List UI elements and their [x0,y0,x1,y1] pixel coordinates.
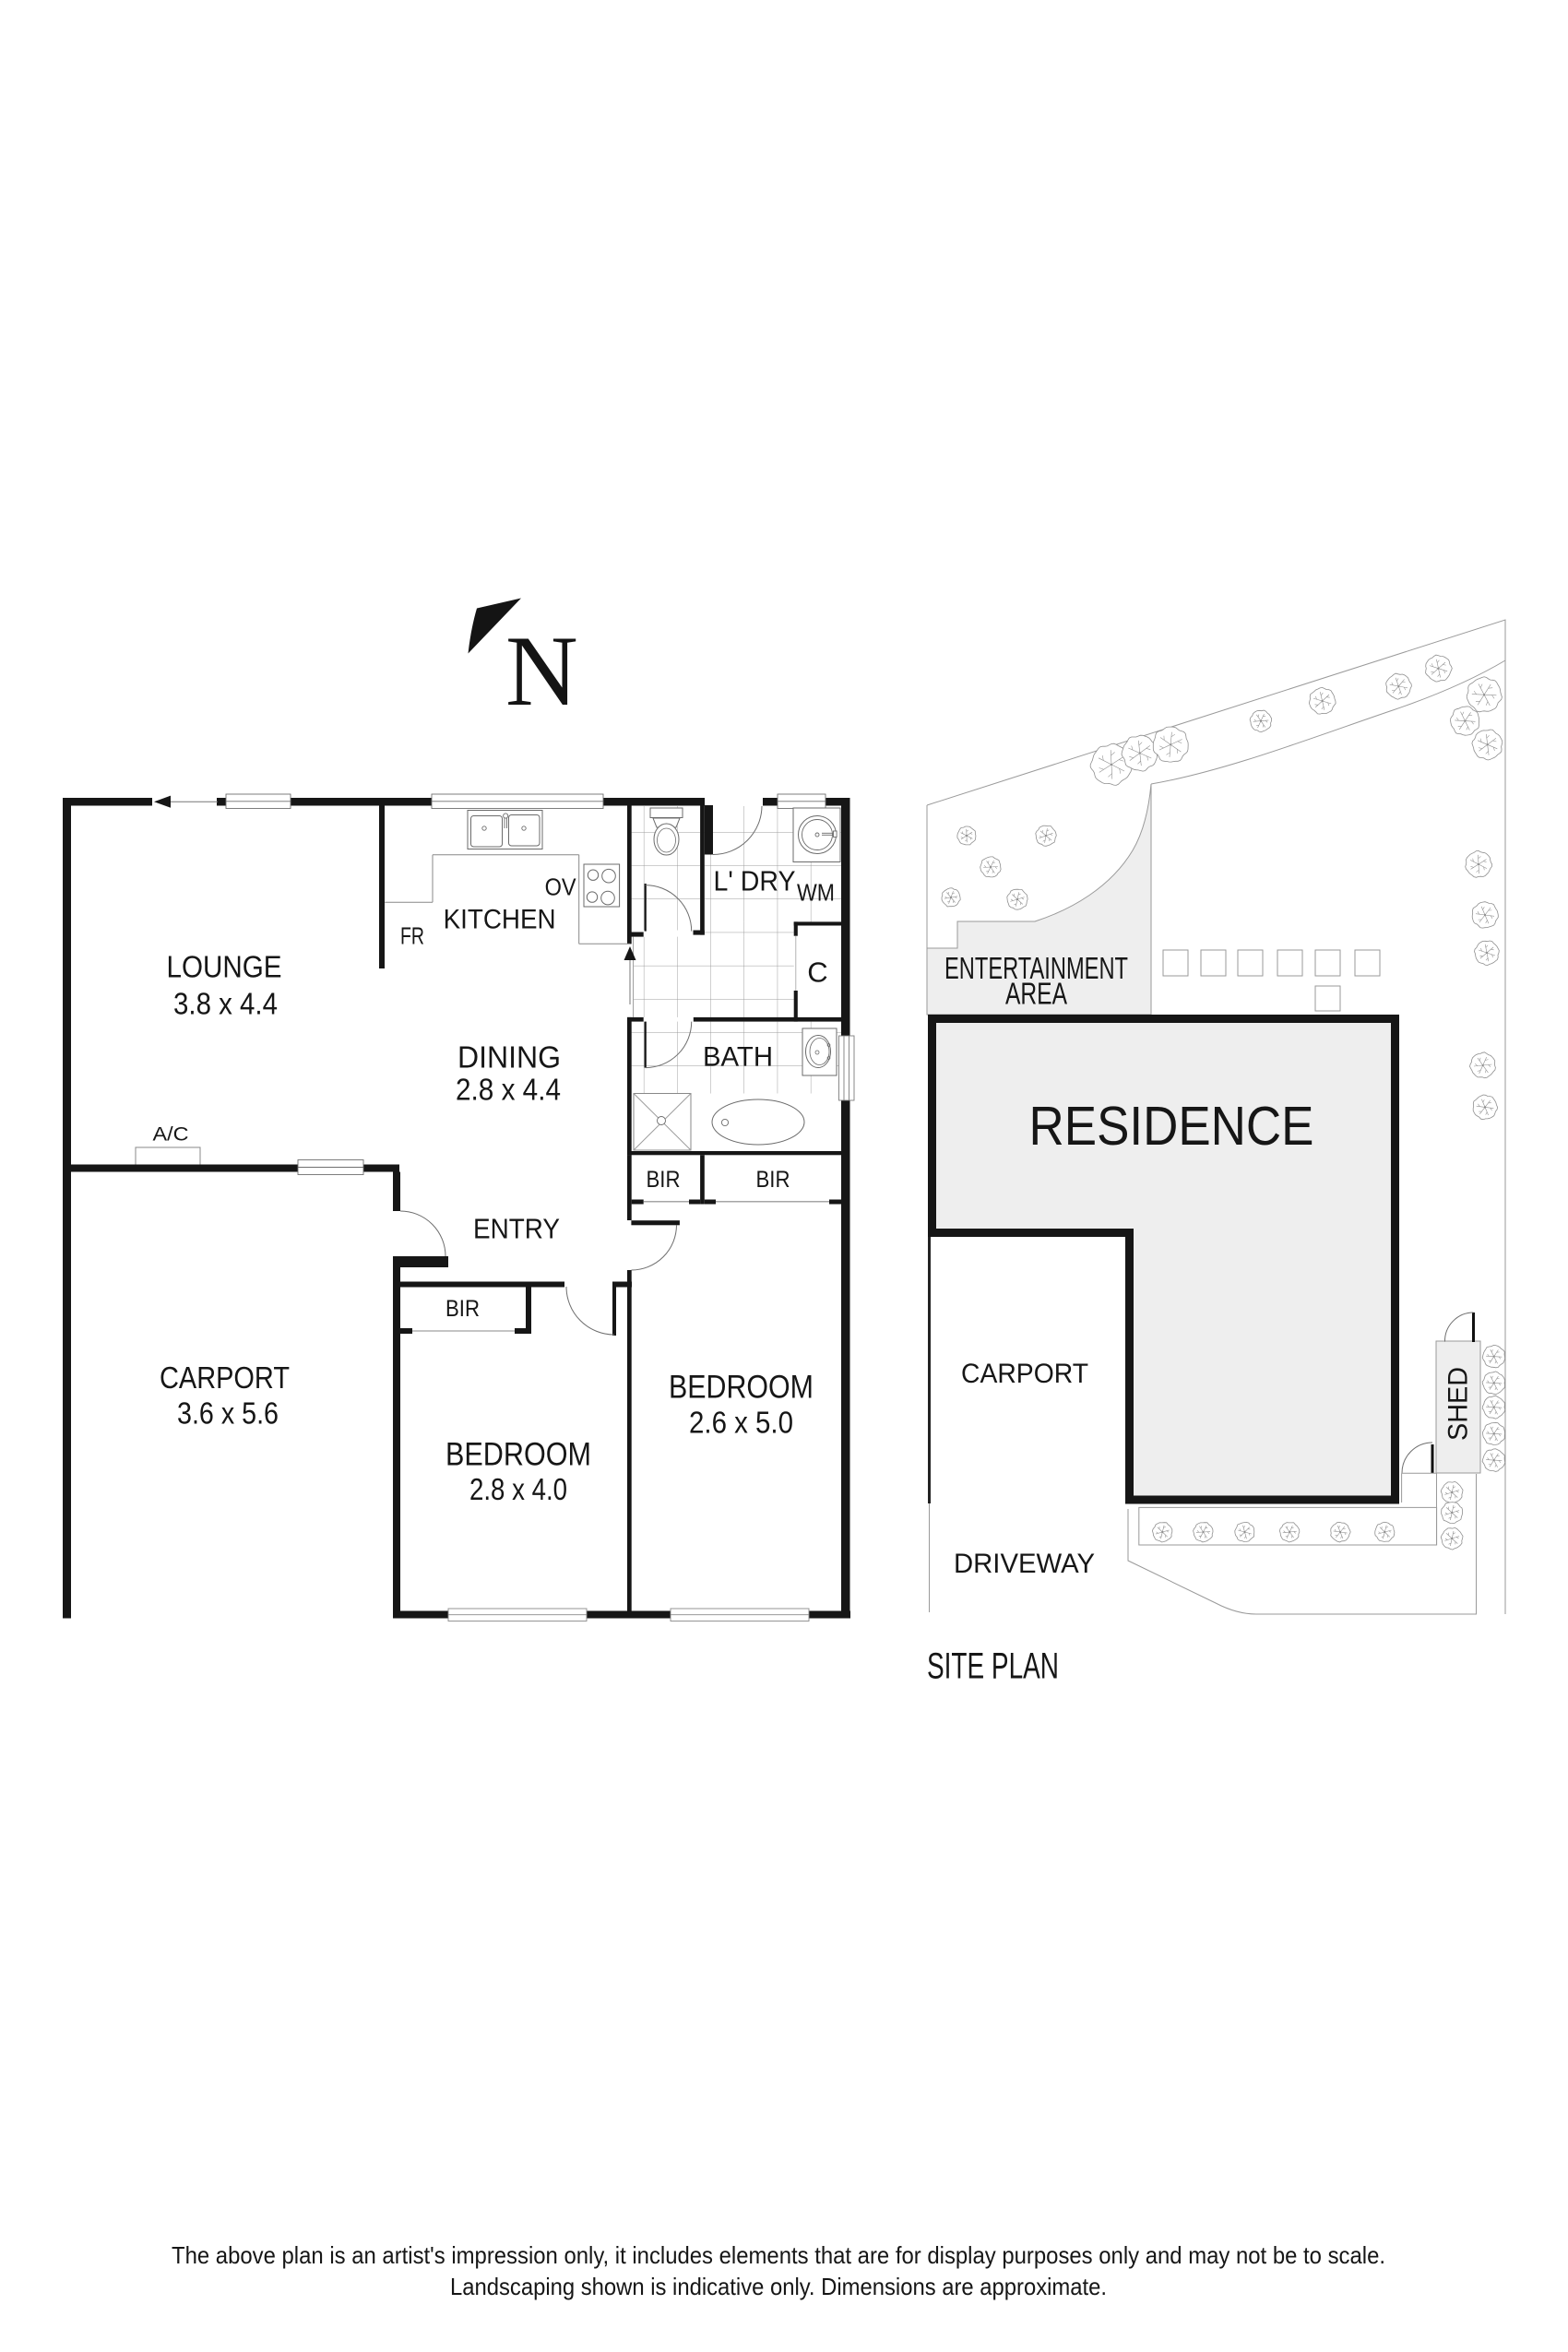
svg-text:3.6 x 5.6: 3.6 x 5.6 [177,1396,279,1431]
svg-text:AREA: AREA [1005,977,1067,1011]
svg-text:2.8 x 4.0: 2.8 x 4.0 [469,1472,567,1506]
svg-text:BEDROOM: BEDROOM [445,1437,591,1473]
svg-text:SHED: SHED [1443,1367,1474,1441]
svg-text:Landscaping shown is indicativ: Landscaping shown is indicative only. Di… [450,2273,1107,2300]
svg-text:BEDROOM: BEDROOM [669,1370,814,1406]
svg-text:N: N [505,615,578,727]
svg-text:BATH: BATH [703,1042,773,1073]
svg-text:BIR: BIR [445,1296,480,1322]
svg-text:CARPORT: CARPORT [160,1360,290,1395]
svg-text:WM: WM [797,879,835,907]
svg-text:DRIVEWAY: DRIVEWAY [954,1549,1095,1579]
svg-text:BIR: BIR [647,1167,681,1193]
svg-text:KITCHEN: KITCHEN [444,905,556,935]
svg-text:L' DRY: L' DRY [714,865,796,897]
svg-text:A/C: A/C [153,1124,189,1146]
svg-text:The above plan is an artist's: The above plan is an artist's impression… [172,2241,1385,2269]
svg-text:LOUNGE: LOUNGE [167,950,282,984]
svg-text:ENTRY: ENTRY [473,1213,560,1245]
svg-text:2.8 x 4.4: 2.8 x 4.4 [456,1073,561,1107]
svg-text:FR: FR [400,922,424,950]
svg-text:3.8 x 4.4: 3.8 x 4.4 [173,987,278,1021]
svg-text:SITE PLAN: SITE PLAN [927,1646,1059,1687]
svg-text:2.6 x 5.0: 2.6 x 5.0 [689,1406,793,1440]
svg-text:ENTERTAINMENT: ENTERTAINMENT [944,951,1128,985]
svg-text:OV: OV [545,873,577,901]
svg-text:BIR: BIR [756,1167,790,1193]
svg-text:C: C [807,956,827,989]
svg-text:DINING: DINING [457,1040,561,1075]
svg-text:RESIDENCE: RESIDENCE [1029,1096,1314,1157]
svg-text:CARPORT: CARPORT [961,1359,1088,1389]
